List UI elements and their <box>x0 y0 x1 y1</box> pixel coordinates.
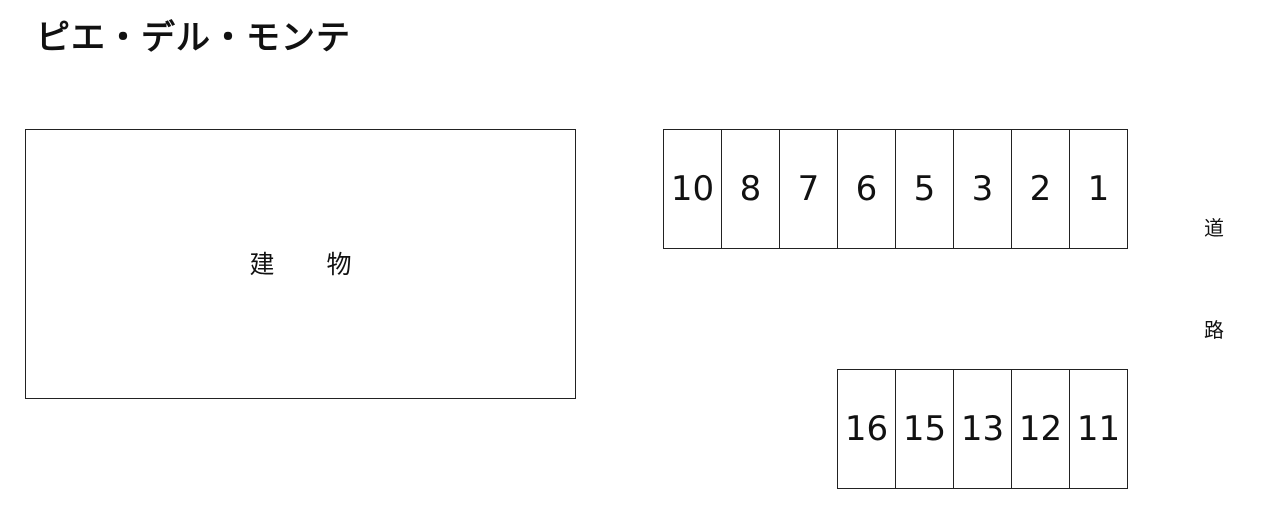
building-block: 建物 <box>25 129 576 399</box>
parking-space: 10 <box>670 169 715 209</box>
parking-row-bottom: 16 15 13 12 11 <box>837 369 1128 489</box>
parking-space: 11 <box>1069 370 1127 488</box>
parking-space: 3 <box>953 130 1011 248</box>
parking-row-top: 10 8 7 6 5 3 2 1 <box>663 129 1128 249</box>
parking-space: 13 <box>953 370 1011 488</box>
parking-space: 2 <box>1011 130 1069 248</box>
parking-space: 8 <box>721 130 779 248</box>
building-label-char-2: 物 <box>326 250 352 279</box>
parking-space: 1 <box>1069 130 1127 248</box>
parking-space: 6 <box>837 130 895 248</box>
building-label: 建物 <box>26 247 575 283</box>
road-label-char-2: 路 <box>1204 318 1224 342</box>
parking-space: 15 <box>895 370 953 488</box>
parking-space: 7 <box>779 130 837 248</box>
page-title: ピエ・デル・モンテ <box>36 18 351 58</box>
building-label-char-1: 建 <box>249 250 275 279</box>
parking-space: 16 <box>844 409 889 449</box>
parking-space: 12 <box>1011 370 1069 488</box>
parking-space: 5 <box>895 130 953 248</box>
road-label-char-1: 道 <box>1204 216 1224 240</box>
